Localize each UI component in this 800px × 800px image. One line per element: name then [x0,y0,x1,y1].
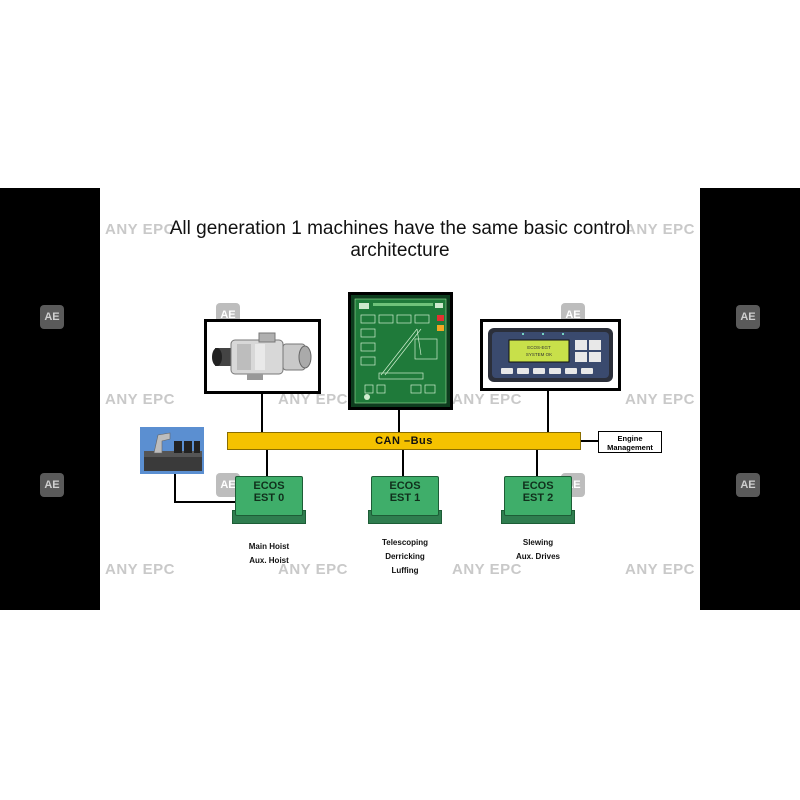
function-label: Telescoping [381,538,429,547]
can-bus-label: CAN –Bus [375,435,433,447]
ecu-label: ECOS EST 2 [522,480,554,504]
watermark-text: ANY EPC [625,561,695,578]
slide-title: All generation 1 machines have the same … [100,218,700,262]
watermark-text: ANY EPC [452,391,522,408]
lcd-line-2: SYSTEM OK [526,352,552,357]
wire-bus-to-ecu-2 [536,450,538,476]
function-label: Slewing [522,538,554,547]
function-label: Main Hoist [248,542,290,551]
engine-label-line-2: Management [607,443,653,452]
can-bus: CAN –Bus [227,432,581,450]
watermark-logo: AE [40,473,64,497]
ecu-2-functions: Slewing Aux. Drives [498,536,578,564]
rotary-encoder-device-icon [212,332,312,380]
watermark-logo: AE [736,473,760,497]
ecu-est-2: ECOS EST 2 [501,476,575,524]
engine-management-box: Engine Management [598,431,662,453]
watermark-text: ANY EPC [105,391,175,408]
title-line-1: All generation 1 machines have the same … [169,218,631,239]
ecu-est-1: ECOS EST 1 [368,476,442,524]
encoder-frame [204,319,321,394]
crane-monitor-device-icon [351,295,450,407]
wire-bus-to-ecu-1 [402,450,404,476]
ecu-label: ECOS EST 1 [389,480,421,504]
wire-bus-to-engine [581,440,598,442]
watermark-logo: AE [40,305,64,329]
slide: ANY EPC ANY EPC ANY EPC ANY EPC ANY EPC … [100,188,700,610]
monitor-frame [348,292,453,410]
ecu-label: ECOS EST 0 [253,480,285,504]
wire-joystick-to-ecu [174,501,236,503]
ecu-0-functions: Main Hoist Aux. Hoist [229,540,309,568]
lcd-line-1: ECOS-EGT [527,345,551,350]
watermark-text: ANY EPC [625,391,695,408]
function-label: Luffing [391,566,419,575]
wire-monitor-to-bus [398,410,400,432]
ecu-est-0: ECOS EST 0 [232,476,306,524]
display-frame: ECOS-EGT SYSTEM OK [480,319,621,391]
watermark-text: ANY EPC [105,561,175,578]
wire-joystick-down [174,474,176,502]
left-letterbox: AE AE [0,188,100,610]
title-line-2: architecture [350,240,450,261]
function-label: Derricking [385,552,425,561]
wire-display-to-bus [547,390,549,432]
engine-label-line-1: Engine [617,434,643,443]
wire-bus-to-ecu-0 [266,450,268,476]
operator-display-panel-icon: ECOS-EGT SYSTEM OK [488,328,613,382]
function-label: Aux. Drives [515,552,561,561]
function-label: Aux. Hoist [249,556,289,565]
ecu-1-functions: Telescoping Derricking Luffing [365,536,445,578]
watermark-logo: AE [736,305,760,329]
right-letterbox: AE AE [700,188,800,610]
wire-encoder-to-bus [261,393,263,432]
joystick-device-icon [140,427,204,474]
